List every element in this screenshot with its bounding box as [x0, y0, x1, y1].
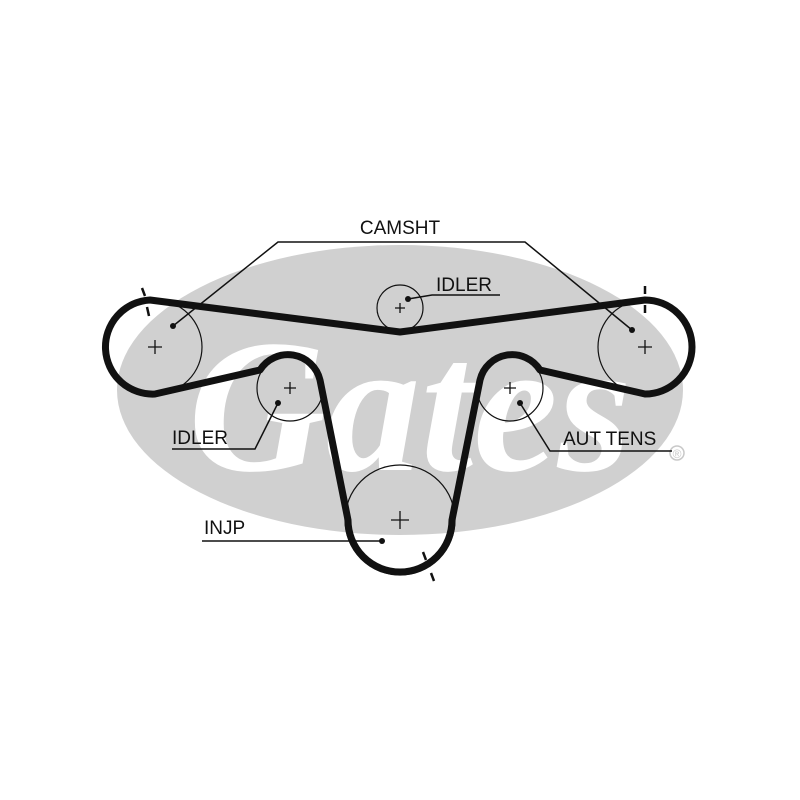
dot-idler-top	[405, 296, 411, 302]
camshaft-label: CAMSHT	[360, 218, 441, 239]
injection-pump-label: INJP	[204, 518, 245, 539]
leader-lines	[172, 241, 672, 542]
idler-left-label: IDLER	[172, 428, 228, 449]
timing-marks	[140, 286, 647, 582]
timing-mark-cam-left-inner	[145, 306, 151, 317]
registered-mark-circle	[669, 445, 685, 461]
watermark-logo-text: Gates	[188, 302, 631, 512]
center-mark-tensioner	[504, 382, 516, 394]
dot-idler-left	[275, 400, 281, 406]
dot-cam-right	[629, 327, 635, 333]
timing-mark-cam-left-outer	[140, 287, 147, 297]
center-mark-injection-pump	[391, 511, 409, 529]
idler-left-leader	[172, 402, 279, 450]
center-mark-idler-top	[395, 303, 405, 313]
center-mark-cam-left	[148, 340, 162, 354]
dot-cam-left	[170, 323, 176, 329]
dot-tensioner	[517, 400, 523, 406]
center-mark-cam-right	[638, 340, 652, 354]
leader-dots	[170, 296, 635, 544]
idler-top-leader	[407, 294, 500, 300]
gates-watermark: Gates ®	[117, 245, 685, 535]
tensioner-leader	[519, 402, 672, 452]
dot-injection-pump	[379, 538, 385, 544]
tensioner-label: AUT TENS	[563, 429, 656, 450]
watermark-oval	[117, 245, 683, 535]
timing-mark-injp-outer	[429, 572, 436, 582]
idler-top-label: IDLER	[436, 275, 492, 296]
camshaft-leader	[172, 241, 633, 331]
timing-mark-injp-inner	[421, 551, 428, 561]
center-marks	[148, 303, 652, 529]
timing-belt	[102, 296, 696, 576]
center-mark-idler-left	[284, 382, 296, 394]
registered-mark: ®	[673, 447, 682, 461]
